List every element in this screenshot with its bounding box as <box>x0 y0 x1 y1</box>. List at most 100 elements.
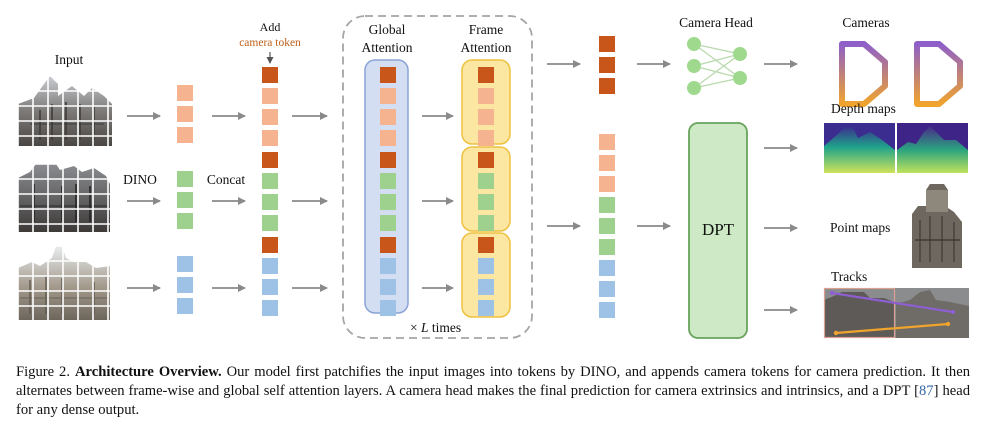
flow-arrows <box>127 52 798 314</box>
camera-icon <box>914 41 963 107</box>
times-prefix: × <box>410 320 421 335</box>
tracks-image <box>823 287 969 339</box>
token <box>380 130 396 146</box>
concat-tokens-image-3 <box>262 237 278 316</box>
patch-grids <box>17 75 112 320</box>
input-label: Input <box>54 52 84 67</box>
token <box>478 152 494 168</box>
concat-label: Concat <box>206 172 246 187</box>
camera-token-output <box>599 36 615 94</box>
camera-head-network <box>687 37 747 95</box>
input-image-2 <box>18 164 110 232</box>
token <box>478 194 494 210</box>
token <box>262 109 278 125</box>
architecture-diagram <box>17 15 969 339</box>
token <box>177 213 193 229</box>
token <box>478 279 494 295</box>
frame-attention-box-3 <box>461 232 511 318</box>
token <box>262 67 278 83</box>
token-columns <box>177 36 615 318</box>
global-attention-tokens-3 <box>380 237 396 316</box>
token <box>599 281 615 297</box>
token <box>599 302 615 318</box>
attention-tokens <box>380 67 494 316</box>
token <box>599 239 615 255</box>
token <box>177 192 193 208</box>
frame-attention-label-line1: Frame <box>468 22 504 37</box>
token <box>177 171 193 187</box>
dino-label: DINO <box>123 172 157 187</box>
caption-title: Architecture Overview. <box>74 364 222 380</box>
token <box>380 67 396 83</box>
global-attention-label-line2: Attention <box>361 40 413 55</box>
tracks-label: Tracks <box>831 269 868 284</box>
frame-attention-tokens-2 <box>478 152 494 231</box>
token <box>380 215 396 231</box>
token <box>599 197 615 213</box>
add-label: Add <box>259 20 281 34</box>
times-variable: L <box>421 320 429 335</box>
token <box>380 173 396 189</box>
frame-attention-tokens-1 <box>478 67 494 146</box>
token <box>380 258 396 274</box>
token <box>478 237 494 253</box>
alternating-attention-box <box>342 15 533 339</box>
token <box>380 109 396 125</box>
depth-maps-label: Depth maps <box>831 101 896 116</box>
token <box>262 279 278 295</box>
token <box>380 152 396 168</box>
concat-tokens-image-2 <box>262 152 278 231</box>
patch-grid-3 <box>17 245 110 320</box>
token <box>262 258 278 274</box>
caption-text: Our model first patchifies the input ima… <box>16 364 970 399</box>
frame-attention-tokens-3 <box>478 237 494 316</box>
token <box>599 57 615 73</box>
times-label: × L times <box>410 320 461 336</box>
token <box>599 36 615 52</box>
token <box>478 215 494 231</box>
caption-text-end: ] head for any dense output. <box>16 383 971 418</box>
dino-tokens-image-2 <box>177 171 193 229</box>
figure-caption: Figure 2. Architecture Overview. Our mod… <box>16 363 970 420</box>
token <box>262 130 278 146</box>
dino-tokens-image-1 <box>177 85 193 143</box>
token <box>262 237 278 253</box>
token <box>599 176 615 192</box>
dense-token-output <box>599 134 615 318</box>
camera-head-label: Camera Head <box>679 15 753 30</box>
token <box>478 173 494 189</box>
token <box>380 237 396 253</box>
patch-grid-1 <box>17 75 112 146</box>
token <box>478 130 494 146</box>
caption-figure-number: Figure 2. <box>16 364 71 380</box>
token <box>177 256 193 272</box>
token <box>380 194 396 210</box>
dpt-box <box>688 122 748 339</box>
concat-tokens-image-1 <box>262 67 278 146</box>
frame-attention-label-line2: Attention <box>460 40 512 55</box>
token <box>599 260 615 276</box>
cameras-label: Cameras <box>842 15 890 30</box>
point-maps-label: Point maps <box>830 220 891 235</box>
patch-grid-2 <box>17 163 110 232</box>
token <box>599 134 615 150</box>
global-attention-label-line1: Global <box>368 22 406 37</box>
global-attention-tokens-2 <box>380 152 396 231</box>
token <box>380 279 396 295</box>
caption-reference-link[interactable]: 87 <box>919 383 934 399</box>
token <box>599 78 615 94</box>
input-image-3 <box>18 246 110 320</box>
token <box>478 88 494 104</box>
dino-tokens-image-3 <box>177 256 193 314</box>
token <box>262 152 278 168</box>
token <box>262 173 278 189</box>
token <box>380 300 396 316</box>
token <box>177 85 193 101</box>
global-attention-tokens-1 <box>380 67 396 146</box>
token <box>380 88 396 104</box>
camera-token-label: camera token <box>239 37 301 49</box>
token <box>177 298 193 314</box>
dpt-label: DPT <box>701 220 735 239</box>
token <box>599 155 615 171</box>
token <box>177 277 193 293</box>
